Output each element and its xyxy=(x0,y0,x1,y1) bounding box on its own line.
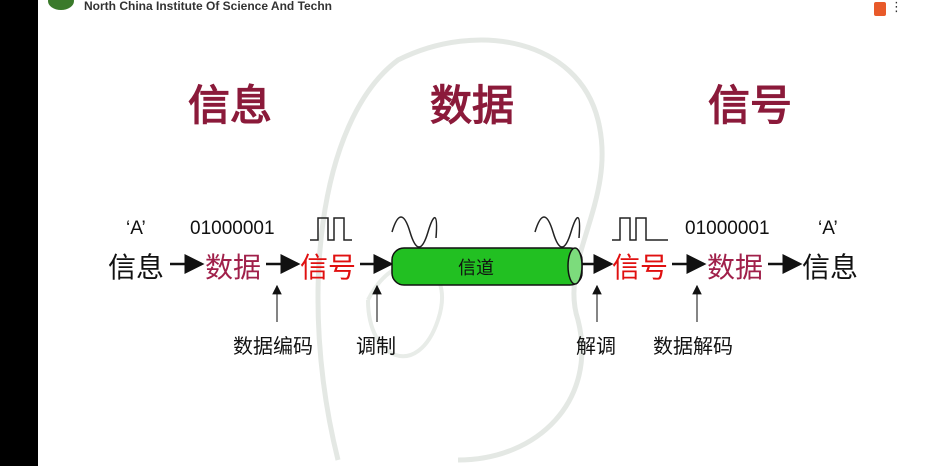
more-vertical-icon[interactable]: ⋮ xyxy=(890,0,903,15)
node-data-source: 数据 xyxy=(205,251,262,284)
step-modulation: 调制 xyxy=(356,334,396,358)
bits-right: 01000001 xyxy=(685,218,770,239)
node-data-dest: 数据 xyxy=(707,251,764,284)
step-demodulation: 解调 xyxy=(576,334,616,358)
step-data-decoding: 数据解码 xyxy=(653,334,733,358)
slide: North China Institute Of Science And Tec… xyxy=(38,0,935,466)
sine-right-icon xyxy=(534,216,581,248)
pulse-left-icon xyxy=(310,217,352,241)
node-signal-source: 信号 xyxy=(300,251,357,284)
channel-label: 信道 xyxy=(458,258,494,279)
char-right: ‘A’ xyxy=(818,218,838,239)
step-data-encoding: 数据编码 xyxy=(233,334,313,358)
title-data: 数据 xyxy=(430,81,515,130)
institution-name: North China Institute Of Science And Tec… xyxy=(84,0,333,13)
node-signal-dest: 信号 xyxy=(612,251,669,284)
title-signal: 信号 xyxy=(708,81,793,130)
node-information-source: 信息 xyxy=(108,251,165,284)
bits-left: 01000001 xyxy=(190,218,275,239)
powerpoint-icon[interactable] xyxy=(874,2,886,16)
institution-logo xyxy=(48,0,74,10)
title-information: 信息 xyxy=(188,81,273,130)
sine-left-icon xyxy=(391,216,438,248)
channel-pipe xyxy=(391,247,583,286)
char-left: ‘A’ xyxy=(126,218,146,239)
node-information-dest: 信息 xyxy=(802,251,859,284)
pulse-right-icon xyxy=(612,217,668,241)
flow-graphics xyxy=(170,216,803,322)
